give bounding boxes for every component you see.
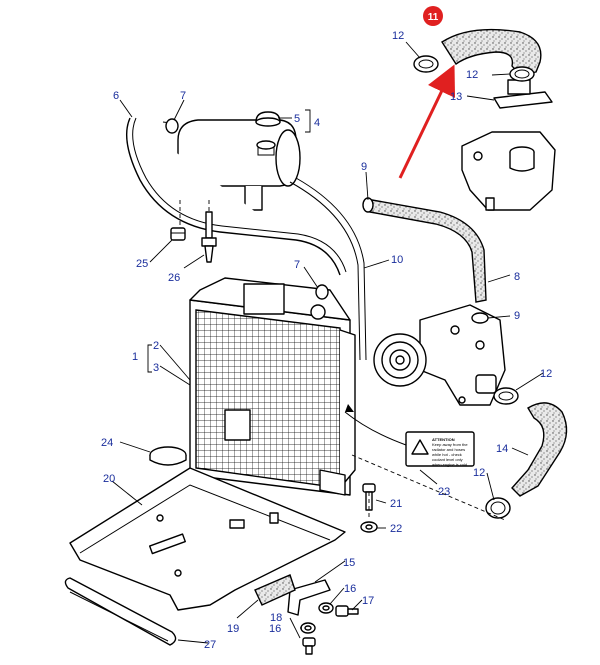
callout-9-lower: 9 xyxy=(514,310,520,322)
highlight-badge-label: 11 xyxy=(428,12,439,23)
drain-plug-25 xyxy=(170,227,186,241)
leader-lines xyxy=(111,41,544,644)
callout-18: 18 xyxy=(270,612,282,624)
callout-12-top-right: 12 xyxy=(466,69,478,81)
bolt-18 xyxy=(302,637,316,655)
lower-hose-14 xyxy=(511,402,568,497)
callout-23: 23 xyxy=(438,486,450,498)
upper-hose-11 xyxy=(441,28,542,74)
callout-16-a: 16 xyxy=(344,583,356,595)
callout-8: 8 xyxy=(514,271,520,283)
callout-13: 13 xyxy=(450,91,462,103)
hose-8 xyxy=(369,199,487,303)
callout-27: 27 xyxy=(204,639,216,651)
hose-clamp-12-bottom xyxy=(485,497,511,519)
mounting-plate xyxy=(69,467,346,611)
highlight-badge-11: 11 xyxy=(423,6,443,26)
warning-label-line-5: when engine is cold xyxy=(432,462,467,467)
cap-24 xyxy=(149,446,187,466)
thermostat-housing xyxy=(461,131,556,211)
callout-21: 21 xyxy=(390,498,402,510)
washer-16-b xyxy=(300,622,316,634)
hose-clamp-7-upper xyxy=(165,118,179,134)
callout-7-upper: 7 xyxy=(180,90,186,102)
callout-1: 1 xyxy=(132,351,138,363)
warning-label-arrow xyxy=(345,404,354,412)
callout-10: 10 xyxy=(391,254,403,266)
callout-26: 26 xyxy=(168,272,180,284)
water-pump xyxy=(373,304,506,406)
callout-numbers: 1 2 3 4 5 6 7 7 8 9 9 10 12 12 12 12 13 … xyxy=(101,30,552,651)
callout-7-lower: 7 xyxy=(294,259,300,271)
warning-label-line-4: coolant level only xyxy=(432,457,463,462)
bracket-15 xyxy=(287,579,331,616)
callout-6: 6 xyxy=(113,90,119,102)
warning-label-leader xyxy=(344,411,407,446)
hose-clamp-9-upper xyxy=(362,197,374,213)
hose-clamp-12-top-right xyxy=(509,66,535,82)
expansion-tank xyxy=(162,119,301,211)
radiator xyxy=(189,277,356,496)
washer-16-a xyxy=(318,602,334,614)
callout-16-b: 16 xyxy=(269,623,281,635)
hose-clamp-12-mid xyxy=(493,387,519,405)
callout-12-bottom: 12 xyxy=(473,467,485,479)
foam-pad-19 xyxy=(254,574,296,606)
callout-5: 5 xyxy=(294,113,300,125)
temperature-sensor-26 xyxy=(201,211,217,263)
warning-label-title: ATTENTION xyxy=(432,437,455,442)
filler-cap xyxy=(255,111,281,127)
hose-clamp-9-lower xyxy=(471,312,489,324)
vent-hose-10 xyxy=(289,177,367,361)
callout-4: 4 xyxy=(314,117,320,129)
callout-2: 2 xyxy=(153,340,159,352)
foam-strip-27 xyxy=(64,577,177,646)
warning-label-line-1: Keep away from the xyxy=(432,442,468,447)
callout-17: 17 xyxy=(362,595,374,607)
callout-12-top-left: 12 xyxy=(392,30,404,42)
highlight-arrow xyxy=(398,64,456,179)
callout-15: 15 xyxy=(343,557,355,569)
callout-19: 19 xyxy=(227,623,239,635)
washer-22 xyxy=(360,521,378,533)
warning-label: ATTENTION Keep away from the radiator an… xyxy=(405,431,475,467)
warning-label-line-2: radiator and hoses xyxy=(432,447,465,452)
bracket-13 xyxy=(493,79,553,109)
group-bracket-1 xyxy=(147,344,152,373)
callout-25: 25 xyxy=(136,258,148,270)
warning-label-line-3: while hot - check xyxy=(432,452,462,457)
bolt-17 xyxy=(335,605,359,617)
hose-clamp-7-lower xyxy=(315,284,329,300)
hose-clamp-12-top-left xyxy=(413,55,439,73)
callout-20: 20 xyxy=(103,473,115,485)
callout-12-mid: 12 xyxy=(540,368,552,380)
callout-3: 3 xyxy=(153,362,159,374)
callout-14: 14 xyxy=(496,443,508,455)
callout-9-upper: 9 xyxy=(361,161,367,173)
group-bracket-4 xyxy=(305,109,311,133)
overflow-hose-6 xyxy=(125,117,347,276)
callout-24: 24 xyxy=(101,437,113,449)
callout-22: 22 xyxy=(390,523,402,535)
